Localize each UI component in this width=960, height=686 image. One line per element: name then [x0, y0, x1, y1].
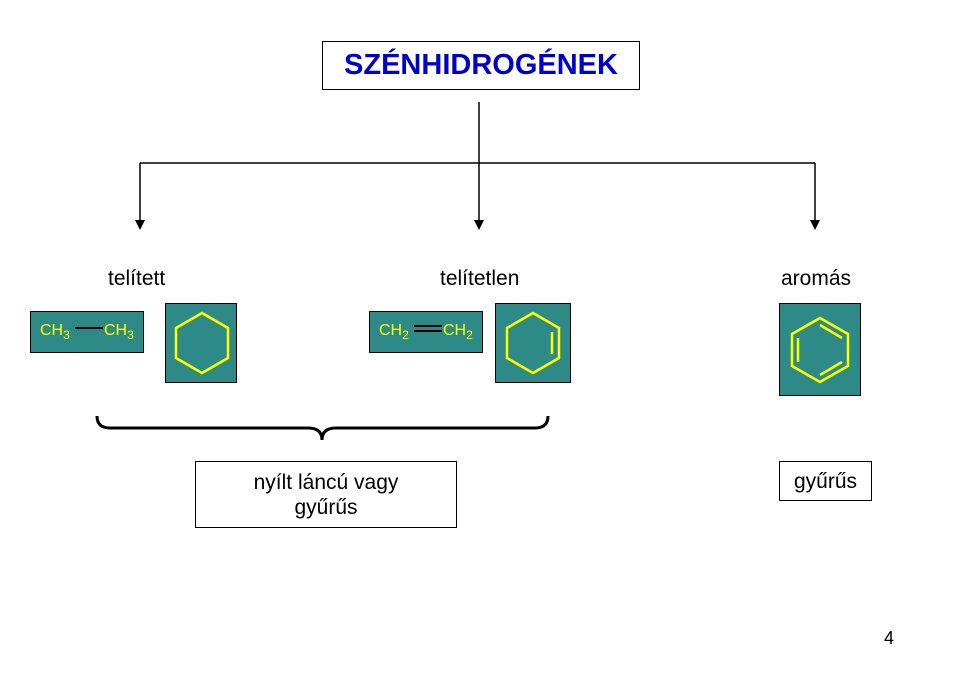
ethane-left-group: CH3 [40, 322, 70, 342]
ethene-box: CH2 CH2 [369, 311, 483, 353]
ethene-right-group: CH2 [443, 322, 473, 342]
note-line-1: nyílt láncú vagy [253, 470, 399, 494]
arrow-aromatic [810, 220, 820, 230]
category-saturated: telített [108, 267, 166, 290]
cyclohexane-box [165, 303, 237, 383]
title-box: SZÉNHIDROGÉNEK [322, 41, 640, 90]
grouping-brace [95, 415, 550, 441]
page-number: 4 [884, 628, 895, 648]
page-title: SZÉNHIDROGÉNEK [344, 49, 618, 81]
arrow-saturated [135, 220, 145, 230]
benzene-structure [790, 316, 850, 384]
category-aromatic: aromás [781, 267, 852, 290]
double-bond [414, 325, 442, 332]
cyclohexene-box [495, 303, 571, 383]
ethane-right-group: CH3 [104, 322, 134, 342]
cyclohexane-structure [174, 311, 230, 375]
note-line-2: gyűrűs [294, 495, 358, 519]
note-ring-text: gyűrűs [793, 469, 858, 493]
ethene-left-group: CH2 [379, 322, 409, 342]
single-bond [75, 327, 103, 329]
benzene-box [779, 303, 861, 396]
cyclohexene-structure [505, 311, 561, 375]
note-open-or-ring: nyílt láncú vagy gyűrűs [195, 461, 457, 528]
arrow-unsaturated [474, 220, 484, 230]
category-unsaturated: telítetlen [440, 267, 520, 290]
note-ring: gyűrűs [779, 461, 872, 501]
ethane-box: CH3 CH3 [30, 311, 144, 353]
